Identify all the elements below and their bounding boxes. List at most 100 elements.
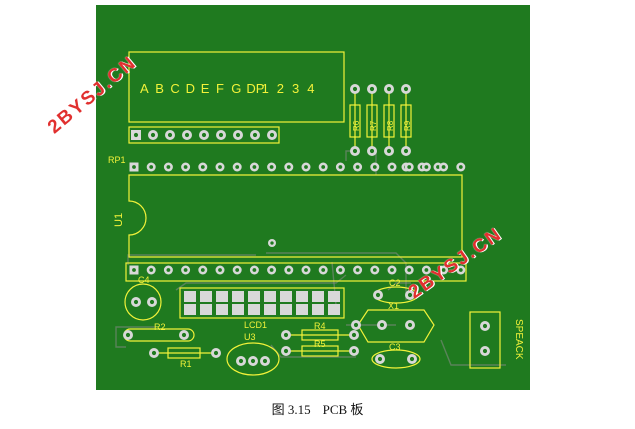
round-pad: [281, 346, 291, 356]
speaker-outline: [469, 311, 501, 369]
display-segment-label: 1: [262, 81, 269, 96]
pad-hole: [407, 322, 413, 328]
round-pad: [384, 146, 394, 156]
lcd1-label: LCD1: [244, 320, 267, 330]
r2-label: R2: [154, 322, 166, 332]
rp1-pads: [131, 130, 277, 140]
round-pad: [367, 146, 377, 156]
resistor-body: [366, 104, 378, 138]
pad-hole: [372, 165, 377, 169]
pad-hole: [458, 268, 463, 272]
round-pad: [456, 162, 466, 172]
lcd-grid-cell: [200, 291, 212, 302]
round-pad: [281, 330, 291, 340]
round-pad: [439, 265, 449, 275]
display-outline: [128, 51, 345, 123]
pad-hole: [166, 165, 171, 169]
pad-hole: [424, 268, 429, 272]
round-pad: [198, 265, 208, 275]
c2-label: C2: [389, 278, 401, 288]
pad-hole: [149, 299, 155, 305]
round-pad: [375, 354, 385, 364]
pad-hole: [252, 268, 257, 272]
lcd-grid-cell: [264, 304, 276, 315]
u1-pads: [129, 162, 466, 247]
display-segment-label: D: [186, 81, 195, 96]
pad-hole: [351, 348, 357, 354]
pad-hole: [283, 332, 289, 338]
round-pad: [353, 162, 363, 172]
pad-hole: [441, 165, 446, 169]
lcd-grid-cell: [312, 304, 324, 315]
round-pad: [284, 162, 294, 172]
pad-hole: [218, 268, 222, 272]
round-pad: [401, 84, 411, 94]
pad-hole: [269, 165, 274, 169]
round-pad: [373, 290, 383, 300]
pad-hole: [238, 358, 244, 364]
round-pad: [248, 356, 258, 366]
pad-hole: [183, 268, 188, 272]
pad-hole: [166, 268, 171, 272]
round-pad: [350, 84, 360, 94]
round-pad: [267, 130, 277, 140]
c4-outline: [124, 283, 162, 321]
pad-hole: [262, 358, 268, 364]
pad-hole: [407, 292, 413, 298]
speaker-label: SPEACK: [513, 319, 524, 360]
round-pad: [236, 356, 246, 366]
round-pad: [480, 346, 490, 356]
pad-hole: [235, 132, 241, 138]
round-pad: [387, 265, 397, 275]
lcd-grid-cell: [232, 291, 244, 302]
pad-hole: [213, 350, 219, 356]
pad-hole: [183, 165, 188, 169]
round-pad: [267, 162, 277, 172]
pad-hole: [436, 165, 440, 169]
resistor-body: [400, 104, 412, 138]
round-pad: [421, 265, 431, 275]
resistor-body: [349, 104, 361, 138]
pad-hole: [252, 165, 257, 169]
c3-outline: [371, 349, 421, 369]
square-pad: [129, 265, 139, 275]
u3-label: U3: [244, 332, 256, 342]
round-pad: [181, 265, 191, 275]
round-pad: [232, 265, 242, 275]
r1-label: R1: [180, 359, 192, 369]
pad-hole: [407, 268, 412, 272]
pad-hole: [132, 268, 136, 272]
round-pad: [377, 320, 387, 330]
pad-hole: [409, 356, 415, 362]
lcd-grid-cell: [216, 291, 228, 302]
lcd-header-grid: [184, 291, 340, 315]
pad-hole: [379, 322, 385, 328]
pad-hole: [338, 165, 343, 169]
pad-hole: [149, 165, 154, 169]
u1-label: U1: [113, 213, 125, 227]
resistor-label: R9: [403, 120, 412, 131]
round-pad: [349, 346, 359, 356]
pad-hole: [441, 268, 446, 272]
lcd-grid-cell: [296, 304, 308, 315]
pad-hole: [375, 292, 381, 298]
round-pad: [335, 162, 345, 172]
display-segment-label: 4: [307, 81, 314, 96]
pad-hole: [286, 268, 291, 272]
square-pad: [129, 162, 139, 172]
lcd-grid-cell: [184, 291, 196, 302]
round-pad: [123, 330, 133, 340]
lcd-grid-cell: [328, 291, 340, 302]
pad-hole: [270, 241, 274, 245]
pad-hole: [132, 165, 136, 169]
pad-hole: [403, 148, 409, 154]
round-pad: [268, 239, 276, 247]
pad-hole: [386, 148, 392, 154]
round-pad: [165, 130, 175, 140]
lcd-grid-cell: [200, 304, 212, 315]
r5-body: [301, 345, 339, 357]
pad-hole: [133, 132, 139, 138]
pad-hole: [458, 165, 463, 169]
